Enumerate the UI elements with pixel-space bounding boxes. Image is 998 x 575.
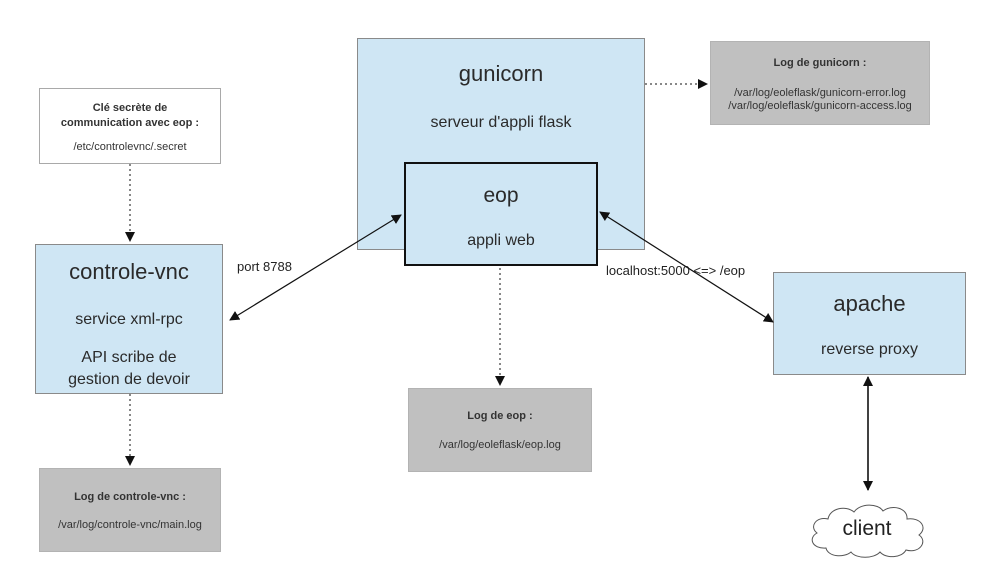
- gunicorn-access-log-path: /var/log/eoleflask/gunicorn-access.log: [728, 100, 912, 112]
- controle-vnc-log-path: /var/log/controle-vnc/main.log: [58, 519, 202, 531]
- apache-node: apache reverse proxy: [773, 272, 966, 375]
- gunicorn-log-paths: /var/log/eoleflask/gunicorn-error.log /v…: [711, 87, 929, 113]
- secret-key-note: Clé secrète de communication avec eop : …: [39, 88, 221, 164]
- controle-vnc-api-line-1: API scribe de: [81, 349, 177, 366]
- cloud-icon: [811, 504, 924, 558]
- eop-log-path: /var/log/eoleflask/eop.log: [439, 439, 561, 451]
- eop-log-title: Log de eop :: [467, 410, 533, 422]
- controle-vnc-api-line-2: gestion de devoir: [68, 371, 190, 388]
- secret-key-title-line-2: communication avec eop :: [60, 117, 200, 129]
- apache-title: apache: [833, 291, 906, 316]
- eop-title: eop: [483, 184, 519, 207]
- gunicorn-log-note: Log de gunicorn : /var/log/eoleflask/gun…: [710, 41, 930, 125]
- secret-key-title: Clé secrète de communication avec eop :: [40, 101, 220, 131]
- gunicorn-subtitle: serveur d'appli flask: [430, 114, 572, 131]
- controle-vnc-service: service xml-rpc: [75, 311, 183, 328]
- client-cloud: client: [804, 500, 930, 560]
- controle-vnc-log-title: Log de controle-vnc :: [74, 491, 186, 503]
- eop-node: eop appli web: [404, 162, 598, 266]
- secret-key-path: /etc/controlevnc/.secret: [73, 141, 187, 153]
- client-label: client: [842, 517, 892, 540]
- controle-vnc-log-note: Log de controle-vnc : /var/log/controle-…: [39, 468, 221, 552]
- localhost-label: localhost:5000 <=> /eop: [606, 263, 746, 278]
- eop-subtitle: appli web: [467, 232, 535, 249]
- port-label: port 8788: [237, 259, 292, 274]
- eop-log-note: Log de eop : /var/log/eoleflask/eop.log: [408, 388, 592, 472]
- apache-subtitle: reverse proxy: [821, 341, 918, 358]
- secret-key-title-line-1: Clé secrète de: [92, 102, 168, 114]
- controle-vnc-node: controle-vnc service xml-rpc API scribe …: [35, 244, 223, 394]
- controle-vnc-api-description: API scribe de gestion de devoir: [36, 347, 222, 391]
- controle-vnc-title: controle-vnc: [69, 259, 189, 284]
- gunicorn-log-title: Log de gunicorn :: [773, 57, 867, 69]
- gunicorn-error-log-path: /var/log/eoleflask/gunicorn-error.log: [734, 87, 906, 99]
- gunicorn-title: gunicorn: [458, 61, 544, 86]
